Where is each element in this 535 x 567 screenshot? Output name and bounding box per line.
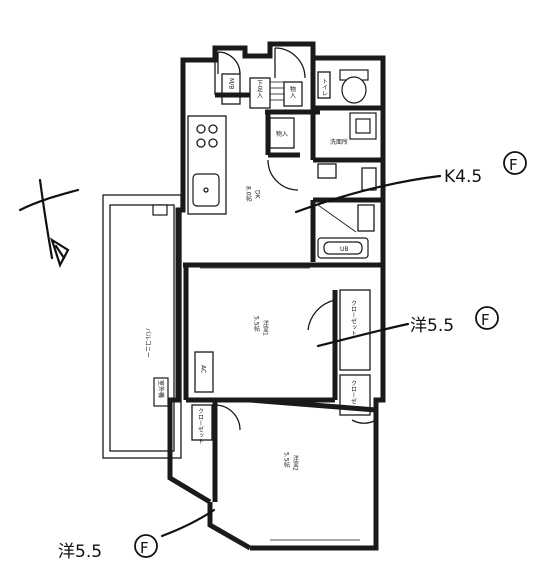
western1-size: 5.5帖 [253, 316, 260, 333]
closet1-label: クローゼット [350, 300, 357, 336]
annotation-kitchen-text: K4.5 [444, 167, 482, 187]
dk-room: DK 8.0帖 [183, 186, 383, 269]
kitchen-sink [192, 173, 220, 207]
annotation-western2-mark-circle [134, 534, 158, 558]
annotation-western2-mark: F [140, 539, 149, 557]
outdoor-unit [153, 377, 169, 407]
annotation-western2: 洋5.5 F [58, 508, 216, 562]
balcony: バルコニー 室外機 [102, 194, 182, 459]
outer-walls [167, 41, 386, 551]
kitchen-closet-label: 物入 [276, 130, 288, 138]
western2-label: 洋室2 [292, 454, 299, 471]
dk-label: DK [254, 190, 261, 200]
annotation-kitchen-mark-circle [503, 151, 527, 175]
mb-label: M/B [228, 78, 235, 89]
annotation-western1: 洋5.5 F [316, 306, 499, 348]
annotation-kitchen: K4.5 F [294, 151, 527, 214]
dk-size: 8.0帖 [245, 186, 252, 203]
unit-bath: UB [310, 197, 383, 262]
entrance-zone: M/B 下足入 物入 物入 [214, 47, 320, 191]
storage-label: 物入 [289, 85, 296, 98]
toilet-label: トイレ [321, 78, 328, 96]
ac-label: AC [200, 365, 207, 373]
annotation-western1-mark: F [481, 311, 490, 329]
ac-box [194, 351, 214, 393]
western-room-2: クローゼット 洋室2 5.5帖 [191, 397, 377, 541]
annotation-western2-text: 洋5.5 [58, 542, 102, 562]
balcony-drain [152, 204, 168, 216]
annotation-western1-text: 洋5.5 [410, 316, 454, 336]
kitchen [187, 115, 227, 215]
balcony-label: バルコニー [144, 328, 151, 358]
unit-bath-label: UB [340, 246, 349, 253]
shoes-label: 下足入 [256, 80, 263, 98]
annotation-western1-mark-circle [475, 306, 499, 330]
annotation-kitchen-mark: F [509, 156, 518, 174]
western1-label: 洋室1 [262, 319, 269, 336]
washroom-label: 洗面所 [330, 138, 348, 146]
outdoor-unit-label: 室外機 [157, 380, 165, 398]
western2-size: 5.5帖 [283, 452, 290, 469]
closet-small-label: クローゼ [350, 380, 357, 404]
closet2-label: クローゼット [197, 408, 204, 444]
compass-mark [18, 178, 80, 268]
washroom: 洗面所 [313, 112, 383, 191]
toilet-bowl [341, 76, 367, 104]
toilet-room: トイレ [310, 58, 383, 160]
